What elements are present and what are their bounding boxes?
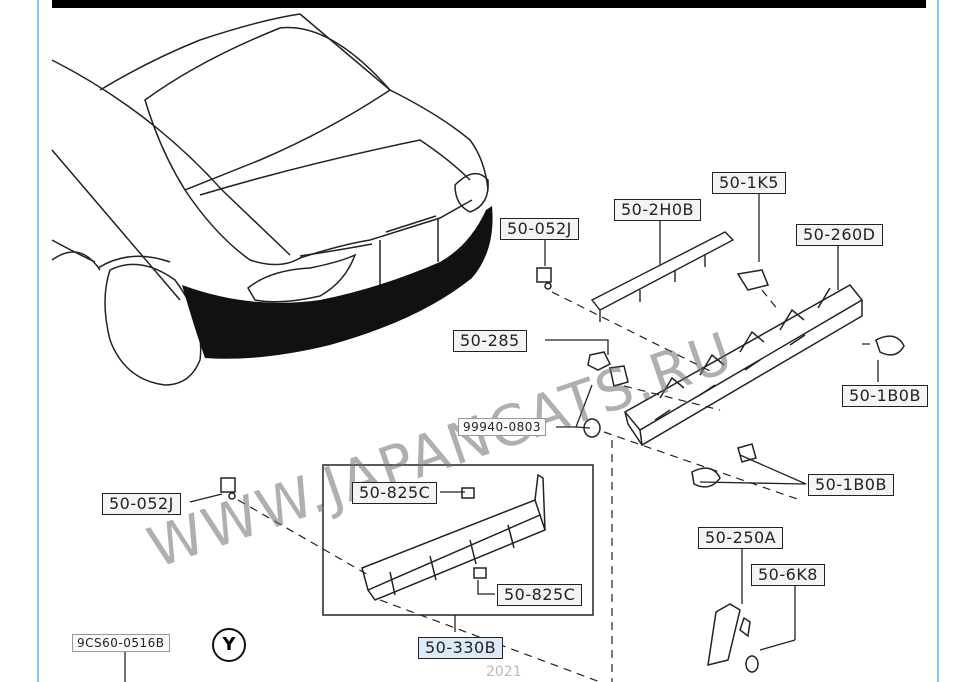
part-label-50-1b0b-mid[interactable]: 50-1B0B <box>808 474 894 496</box>
part-label-50-330b[interactable]: 50-330B <box>418 637 504 659</box>
part-label-99940-0803[interactable]: 99940-0803 <box>458 418 547 436</box>
fasteners <box>220 267 905 673</box>
part-label-50-250a[interactable]: 50-250A <box>698 527 784 549</box>
part-label-50-825c-top[interactable]: 50-825C <box>352 482 438 504</box>
bracket-strip <box>590 231 735 322</box>
rear-bumper-shape <box>182 206 493 359</box>
car-outline <box>51 13 489 386</box>
group-box <box>322 464 594 616</box>
part-label-50-260d[interactable]: 50-260D <box>796 224 883 246</box>
part-label-50-825c-bottom[interactable]: 50-825C <box>497 584 583 606</box>
part-label-50-6k8[interactable]: 50-6K8 <box>751 564 825 586</box>
part-label-50-285[interactable]: 50-285 <box>453 330 527 352</box>
part-label-50-052j-top[interactable]: 50-052J <box>500 218 579 240</box>
part-label-50-1k5[interactable]: 50-1K5 <box>712 172 786 194</box>
part-label-50-1b0b-right[interactable]: 50-1B0B <box>842 385 928 407</box>
header-bar <box>52 0 926 8</box>
part-label-50-052j-left[interactable]: 50-052J <box>102 493 181 515</box>
reference-code[interactable]: 9CS60-0516B <box>72 634 170 652</box>
leader-lines <box>124 192 879 682</box>
energy-absorber <box>361 473 546 601</box>
bumper-reinforcement <box>623 284 864 447</box>
corner-text: 2021 <box>486 664 522 680</box>
y-badge: Y <box>212 628 246 662</box>
part-label-50-2h0b[interactable]: 50-2H0B <box>614 199 701 221</box>
